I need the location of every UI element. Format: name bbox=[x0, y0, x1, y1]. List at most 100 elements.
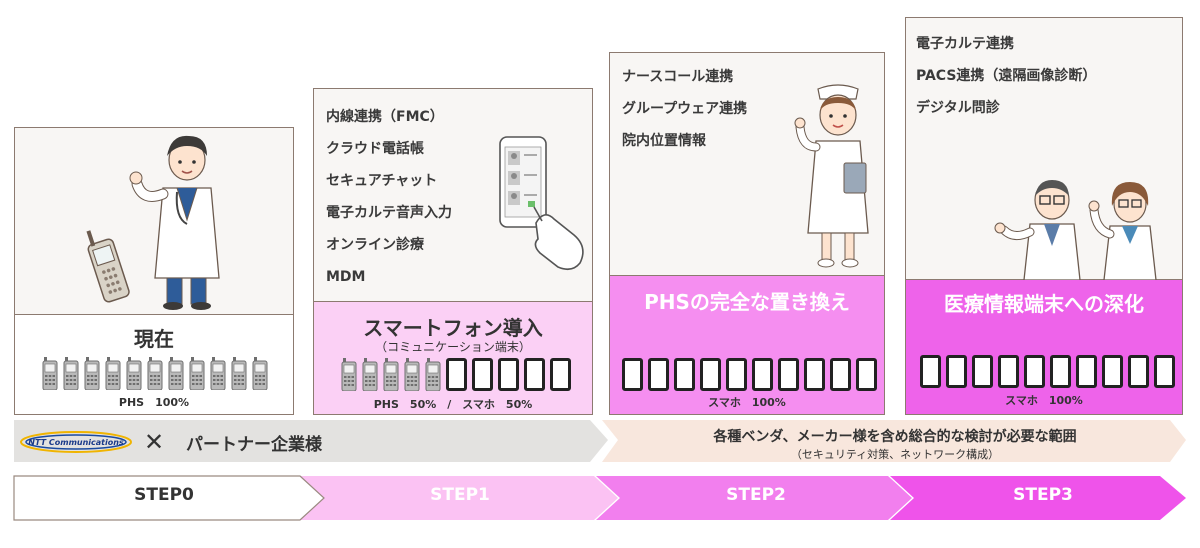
smartphone-icon bbox=[778, 358, 799, 391]
ntt-logo-text: NTT Communications bbox=[28, 437, 124, 447]
smartphone-icon bbox=[998, 355, 1019, 388]
feature-item: デジタル問診 bbox=[916, 100, 1000, 116]
scope-line1: 各種ベンダ、メーカー様を含め総合的な検討が必要な範囲 bbox=[713, 429, 1077, 445]
feature-phone-icon bbox=[210, 357, 226, 391]
feature-phone-icon bbox=[231, 357, 247, 391]
smartphone-icon bbox=[446, 358, 467, 391]
feature-phone-icon bbox=[383, 358, 399, 392]
feature-item: 電子カルテ音声入力 bbox=[326, 205, 452, 221]
smartphone-icon bbox=[674, 358, 695, 391]
step1-feature-list: 内線連携（FMC） クラウド電話帳 セキュアチャット 電子カルテ音声入力 オンラ… bbox=[326, 101, 452, 293]
feature-phone-icon bbox=[42, 357, 58, 391]
smartphone-icon bbox=[830, 358, 851, 391]
smartphone-icon bbox=[726, 358, 747, 391]
step3-title: 医療情報端末への深化 bbox=[944, 292, 1144, 316]
feature-phone-icon bbox=[168, 357, 184, 391]
feature-phone-icon bbox=[84, 357, 100, 391]
smartphone-icon bbox=[1024, 355, 1045, 388]
smartphone-icon bbox=[648, 358, 669, 391]
step0-arrow bbox=[13, 475, 325, 521]
smartphone-icon bbox=[700, 358, 721, 391]
smartphone-icon bbox=[920, 355, 941, 388]
step0-devices bbox=[42, 357, 273, 391]
feature-phone-icon bbox=[105, 357, 121, 391]
smartphone-icon bbox=[550, 358, 571, 391]
feature-item: MDM bbox=[326, 269, 366, 285]
step0-label: STEP0 bbox=[134, 485, 194, 505]
step0-band: 現在 PHS 100% bbox=[14, 315, 294, 415]
smartphone-icon bbox=[752, 358, 773, 391]
smartphone-icon bbox=[1102, 355, 1123, 388]
step1-arrow bbox=[300, 476, 618, 520]
doctor-illustration bbox=[86, 135, 220, 310]
step3-band: 医療情報端末への深化 スマホ 100% bbox=[905, 280, 1183, 415]
scope-bars bbox=[14, 420, 1186, 462]
feature-item: グループウェア連携 bbox=[622, 101, 748, 117]
smartphone-icon bbox=[1154, 355, 1175, 388]
feature-item: 内線連携（FMC） bbox=[326, 109, 444, 125]
feature-item: 電子カルテ連携 bbox=[916, 36, 1014, 52]
feature-phone-icon bbox=[189, 357, 205, 391]
step2-band: PHSの完全な置き換え スマホ 100% bbox=[609, 276, 885, 415]
step2-feature-list: ナースコール連携 グループウェア連携 院内位置情報 bbox=[622, 61, 747, 157]
feature-phone-icon bbox=[126, 357, 142, 391]
feature-phone-icon bbox=[404, 358, 420, 392]
ntt-logo: NTT Communications bbox=[20, 431, 132, 453]
step1-subtitle: （コミュニケーション端末） bbox=[375, 340, 531, 354]
feature-phone-icon bbox=[63, 357, 79, 391]
step-arrows bbox=[13, 475, 1186, 521]
wide-scope-arrow bbox=[602, 420, 1186, 462]
feature-phone-illustration bbox=[86, 230, 130, 303]
smartphone-hand-illustration bbox=[499, 136, 584, 271]
smartphone-icon bbox=[472, 358, 493, 391]
step3-scene-box: 電子カルテ連携 PACS連携（遠隔画像診断） デジタル問診 bbox=[905, 17, 1183, 280]
smartphone-icon bbox=[622, 358, 643, 391]
feature-item: 院内位置情報 bbox=[622, 133, 706, 149]
step1-scene-box: 内線連携（FMC） クラウド電話帳 セキュアチャット 電子カルテ音声入力 オンラ… bbox=[313, 88, 593, 302]
step0-scene-box bbox=[14, 127, 294, 315]
smartphone-icon bbox=[972, 355, 993, 388]
smartphone-icon bbox=[1050, 355, 1071, 388]
step2-arrow bbox=[596, 476, 912, 520]
step1-devices bbox=[341, 358, 576, 392]
step3-label: STEP3 bbox=[1013, 485, 1073, 505]
scope-line2: （セキュリティ対策、ネットワーク構成） bbox=[790, 448, 1000, 461]
step3-arrow bbox=[890, 476, 1186, 520]
feature-item: ナースコール連携 bbox=[622, 69, 734, 85]
smartphone-icon bbox=[524, 358, 545, 391]
partner-label: パートナー企業様 bbox=[186, 435, 322, 455]
smartphone-icon bbox=[946, 355, 967, 388]
step2-scene-box: ナースコール連携 グループウェア連携 院内位置情報 bbox=[609, 52, 885, 276]
feature-item: オンライン診療 bbox=[326, 237, 424, 253]
feature-phone-icon bbox=[425, 358, 441, 392]
step3-feature-list: 電子カルテ連携 PACS連携（遠隔画像診断） デジタル問診 bbox=[916, 28, 1096, 124]
ntt-logo-icon bbox=[20, 431, 132, 453]
smartphone-icon bbox=[1128, 355, 1149, 388]
feature-item: クラウド電話帳 bbox=[326, 141, 424, 157]
medical-staff-illustration bbox=[994, 180, 1157, 280]
cross-mark: ✕ bbox=[144, 428, 165, 456]
step2-caption: スマホ 100% bbox=[708, 396, 786, 409]
step2-title: PHSの完全な置き換え bbox=[644, 290, 850, 314]
feature-phone-icon bbox=[252, 357, 268, 391]
step1-caption: PHS 50% / スマホ 50% bbox=[373, 398, 533, 411]
step0-caption: PHS 100% bbox=[118, 396, 190, 409]
step0-title: 現在 bbox=[134, 327, 174, 351]
step1-label: STEP1 bbox=[430, 485, 490, 505]
feature-phone-icon bbox=[147, 357, 163, 391]
smartphone-icon bbox=[498, 358, 519, 391]
nurse-illustration bbox=[794, 84, 869, 268]
step3-caption: スマホ 100% bbox=[1005, 394, 1083, 407]
step3-devices bbox=[920, 355, 1180, 388]
smartphone-icon bbox=[856, 358, 877, 391]
feature-phone-icon bbox=[362, 358, 378, 392]
smartphone-icon bbox=[1076, 355, 1097, 388]
step2-devices bbox=[622, 358, 882, 391]
feature-item: セキュアチャット bbox=[326, 173, 438, 189]
feature-phone-icon bbox=[341, 358, 357, 392]
step2-label: STEP2 bbox=[726, 485, 786, 505]
step1-title: スマートフォン導入 bbox=[363, 316, 543, 340]
partner-arrow bbox=[14, 420, 608, 462]
step1-band: スマートフォン導入 （コミュニケーション端末） PHS 50% / スマホ 50… bbox=[313, 302, 593, 415]
smartphone-icon bbox=[804, 358, 825, 391]
